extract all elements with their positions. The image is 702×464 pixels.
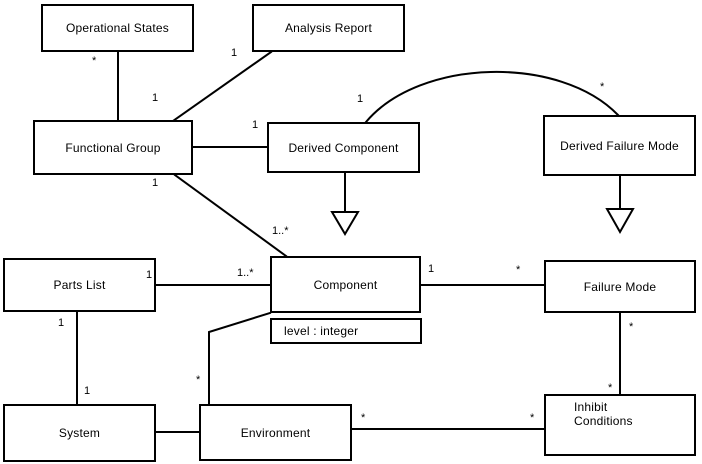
class-name-operational-states: Operational States (66, 21, 169, 35)
class-name-parts-list: Parts List (53, 278, 106, 292)
multiplicity-operational-states: * (92, 55, 97, 67)
class-name-environment: Environment (240, 425, 311, 440)
edge-environment--component (208, 311, 272, 405)
multiplicity-parts-list-system-bottom: 1 (84, 385, 91, 397)
class-box-inhibit-conditions[interactable]: Inhibit Conditions (544, 394, 696, 456)
multiplicity-failure-mode-inhibit-bottom: * (608, 382, 613, 394)
edge-derived-component--derived-failure-mode (364, 71, 620, 124)
multiplicity-component-from-functional-group: 1..* (272, 225, 289, 237)
class-box-environment[interactable]: Environment (199, 404, 352, 461)
class-name-failure-mode: Failure Mode (583, 279, 657, 294)
class-attributes-component: level : integer (270, 318, 422, 344)
class-box-component[interactable]: Component (270, 256, 421, 313)
class-name-component: Component (313, 277, 378, 292)
class-box-parts-list[interactable]: Parts List (3, 258, 156, 312)
multiplicity-parts-list-system-top: 1 (58, 317, 65, 329)
edge-functional-group--component (173, 173, 288, 258)
edge-analysis-report--functional-group (171, 50, 273, 123)
class-name-functional-group: Functional Group (65, 140, 161, 155)
class-box-functional-group[interactable]: Functional Group (33, 120, 193, 175)
multiplicity-functional-group-component: 1 (152, 177, 159, 189)
attribute-level-integer: level : integer (284, 324, 359, 338)
multiplicity-derived-component-curve: 1 (357, 93, 364, 105)
class-box-analysis-report[interactable]: Analysis Report (252, 4, 405, 52)
class-name-inhibit-conditions: Inhibit Conditions (574, 400, 633, 428)
multiplicity-analysis-report: 1 (231, 47, 238, 59)
class-name-system: System (58, 426, 101, 440)
class-box-failure-mode[interactable]: Failure Mode (544, 260, 696, 313)
class-box-system[interactable]: System (3, 404, 156, 462)
generalization-arrowhead-failure-mode (605, 208, 635, 235)
multiplicity-environment-inhibit-left: * (361, 412, 366, 424)
multiplicity-failure-mode-component: * (516, 264, 521, 276)
class-box-derived-failure-mode[interactable]: Derived Failure Mode (543, 115, 696, 176)
multiplicity-component-failure-mode: 1 (428, 263, 435, 275)
multiplicity-environment-inhibit-right: * (530, 412, 535, 424)
multiplicity-component-from-parts-list: 1..* (237, 267, 254, 279)
class-box-derived-component[interactable]: Derived Component (267, 122, 420, 173)
class-name-derived-component: Derived Component (288, 140, 399, 155)
multiplicity-parts-list-component: 1 (146, 269, 153, 281)
multiplicity-failure-mode-inhibit-top: * (629, 321, 634, 333)
generalization-arrowhead-component (330, 211, 360, 236)
class-name-analysis-report: Analysis Report (284, 21, 373, 35)
multiplicity-functional-group-derived-component: 1 (252, 119, 259, 131)
class-box-operational-states[interactable]: Operational States (41, 4, 194, 52)
multiplicity-functional-group-analysis: 1 (152, 92, 159, 104)
multiplicity-environment-component: * (196, 374, 201, 386)
class-name-derived-failure-mode: Derived Failure Mode (560, 138, 679, 153)
multiplicity-derived-failure-mode-curve: * (600, 81, 605, 93)
